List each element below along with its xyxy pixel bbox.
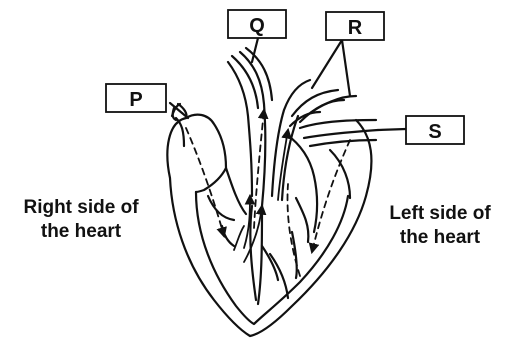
heart-septum bbox=[250, 206, 256, 300]
label-p: P bbox=[129, 89, 142, 111]
pulmonary-veins bbox=[300, 120, 376, 128]
leader-r-1 bbox=[312, 40, 342, 88]
left-side-label-line1: Left side of bbox=[370, 202, 510, 226]
right-side-label-line2: the heart bbox=[6, 220, 156, 244]
flow-arrow-left-ventricle bbox=[288, 184, 301, 276]
right-side-label-line1: Right side of bbox=[6, 196, 156, 220]
flow-arrow-right-atrium bbox=[186, 128, 224, 236]
label-s: S bbox=[428, 121, 441, 143]
label-q: Q bbox=[249, 15, 265, 37]
label-r: R bbox=[348, 17, 363, 39]
pulmonary-artery bbox=[228, 62, 252, 196]
flow-arrow-right-ventricle bbox=[244, 196, 250, 248]
left-side-label-line2: the heart bbox=[370, 226, 510, 250]
leader-r-2 bbox=[342, 40, 350, 96]
left-side-label: Left side of the heart bbox=[370, 202, 510, 250]
heart-outer-wall bbox=[167, 118, 371, 336]
leader-s bbox=[378, 129, 406, 130]
right-side-label: Right side of the heart bbox=[6, 196, 156, 244]
